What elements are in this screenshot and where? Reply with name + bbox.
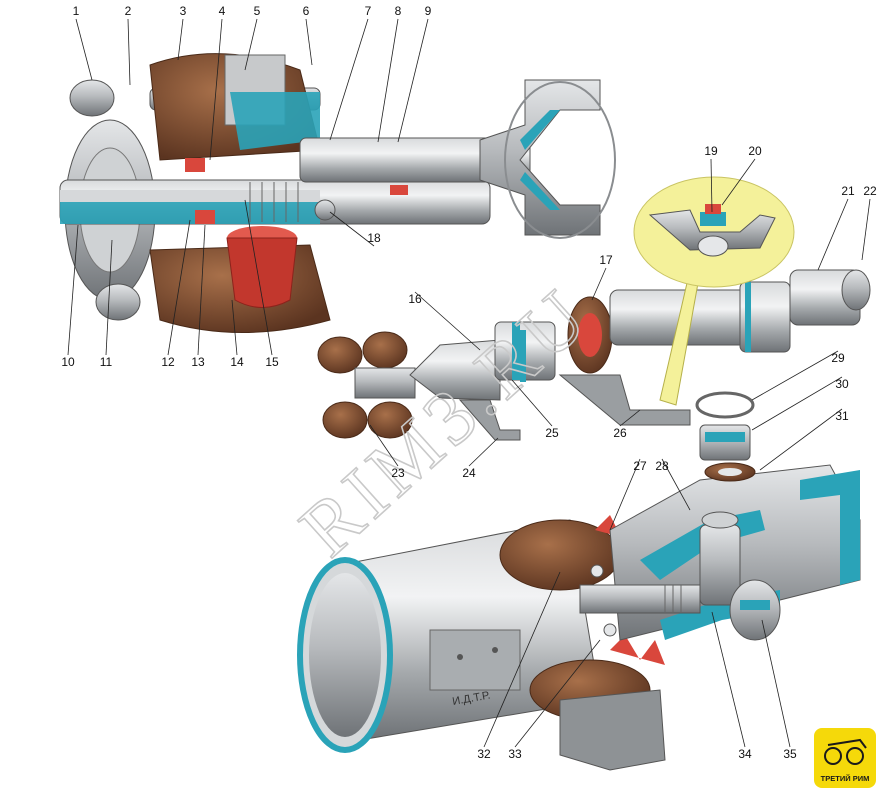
leader-line-13 xyxy=(197,224,206,356)
callout-label-3: 3 xyxy=(180,4,187,18)
callout-label-26: 26 xyxy=(613,426,627,440)
leader-line-19 xyxy=(710,158,713,213)
leader-line-22 xyxy=(861,198,871,261)
callout-label-20: 20 xyxy=(748,144,762,158)
callout-label-2: 2 xyxy=(125,4,132,18)
rear-shaft-assembly xyxy=(297,391,861,771)
callout-label-8: 8 xyxy=(395,4,402,18)
logo-text: ТРЕТИЙ РИМ xyxy=(821,774,870,783)
callout-label-1: 1 xyxy=(73,4,80,18)
callout-label-28: 28 xyxy=(655,459,669,473)
callout-label-4: 4 xyxy=(219,4,226,18)
callout-label-11: 11 xyxy=(100,355,113,369)
leader-line-29 xyxy=(751,350,839,401)
leader-line-25 xyxy=(511,379,553,427)
leader-line-17 xyxy=(591,267,607,301)
callout-label-19: 19 xyxy=(704,144,718,158)
leader-line-3 xyxy=(177,18,184,61)
leader-line-31 xyxy=(759,408,843,471)
leader-line-1 xyxy=(75,18,93,81)
leader-line-32 xyxy=(483,571,561,748)
detail-callout xyxy=(633,176,795,288)
leader-line-2 xyxy=(127,18,131,86)
callout-label-23: 23 xyxy=(391,466,405,480)
callout-label-7: 7 xyxy=(365,4,372,18)
callout-label-5: 5 xyxy=(254,4,261,18)
callout-label-33: 33 xyxy=(508,747,522,761)
leader-line-15 xyxy=(244,199,273,356)
leader-line-9 xyxy=(397,18,429,143)
callout-label-17: 17 xyxy=(599,253,613,267)
intermediate-shaft-assembly xyxy=(317,269,871,441)
leader-line-14 xyxy=(231,299,238,356)
callout-label-21: 21 xyxy=(841,184,855,198)
leader-line-21 xyxy=(817,198,849,271)
leader-line-20 xyxy=(721,158,756,206)
callout-label-30: 30 xyxy=(835,377,849,391)
third-rim-logo: ТРЕТИЙ РИМ xyxy=(814,728,876,788)
callout-label-25: 25 xyxy=(545,426,559,440)
leader-line-30 xyxy=(751,376,843,431)
callout-label-16: 16 xyxy=(408,292,422,306)
callout-label-27: 27 xyxy=(633,459,647,473)
leader-line-12 xyxy=(167,219,191,356)
leader-line-18 xyxy=(329,211,375,247)
callout-label-31: 31 xyxy=(835,409,849,423)
leader-line-5 xyxy=(244,18,258,71)
leader-line-8 xyxy=(377,18,399,143)
callout-label-6: 6 xyxy=(303,4,310,18)
callout-label-13: 13 xyxy=(191,355,205,369)
leader-line-16 xyxy=(414,291,481,351)
callout-label-32: 32 xyxy=(477,747,491,761)
leader-line-6 xyxy=(305,18,313,66)
front-shaft-assembly xyxy=(59,53,616,333)
leader-line-24 xyxy=(468,437,499,467)
callout-label-35: 35 xyxy=(783,747,797,761)
leader-line-7 xyxy=(329,18,369,141)
leader-line-27 xyxy=(609,458,641,531)
leader-line-4 xyxy=(209,18,223,161)
callout-label-22: 22 xyxy=(863,184,877,198)
callout-label-18: 18 xyxy=(367,231,381,245)
leader-line-10 xyxy=(67,224,79,356)
leader-line-33 xyxy=(514,639,601,748)
callout-label-10: 10 xyxy=(61,355,75,369)
callout-label-29: 29 xyxy=(831,351,845,365)
callout-label-34: 34 xyxy=(738,747,752,761)
leader-line-35 xyxy=(761,619,791,748)
callout-label-15: 15 xyxy=(265,355,279,369)
leader-line-34 xyxy=(711,611,746,748)
callout-label-24: 24 xyxy=(462,466,476,480)
callout-label-14: 14 xyxy=(230,355,244,369)
callout-label-12: 12 xyxy=(161,355,175,369)
leader-line-28 xyxy=(661,458,691,511)
leader-line-23 xyxy=(369,424,399,467)
leader-line-26 xyxy=(619,409,641,427)
leader-line-11 xyxy=(105,239,113,356)
callout-label-9: 9 xyxy=(425,4,432,18)
